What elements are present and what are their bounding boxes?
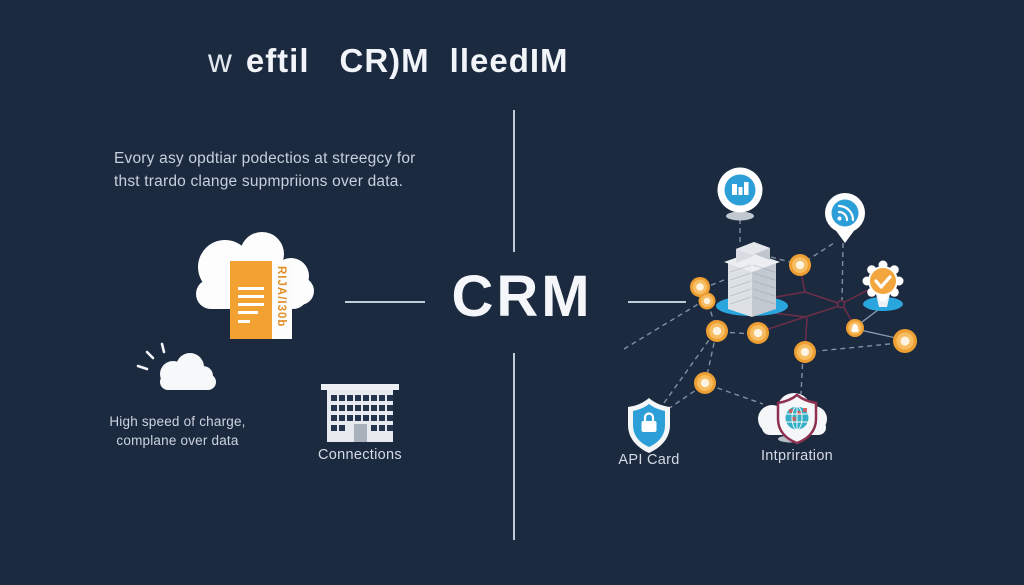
server-tower-icon (716, 242, 788, 317)
wifi-pin-icon (825, 193, 865, 243)
crm-right-line (628, 301, 686, 303)
document-side-text: RIJA/I30b (275, 266, 287, 327)
title-word-4: lleedIM (449, 42, 569, 79)
network-edge (800, 354, 804, 395)
network-diagram (623, 167, 917, 453)
building-door (354, 424, 367, 442)
network-node (900, 336, 910, 346)
network-node (712, 326, 722, 336)
sparkle-lines-icon (136, 342, 166, 371)
title-word-1: w (208, 42, 233, 79)
building-pin-icon (717, 167, 763, 221)
network-edge (807, 305, 840, 317)
api-card-label: API Card (618, 452, 680, 468)
connections-label: Connections (318, 447, 402, 463)
integration-label: Intpriration (760, 448, 834, 464)
cloud-document-icon: RIJA/I30b (196, 232, 314, 339)
network-edge (623, 302, 701, 350)
network-node (753, 328, 763, 338)
speed-caption-line-1: High speed of charge, (109, 414, 246, 429)
api-shield-icon (628, 398, 670, 453)
crm-left-line (345, 301, 425, 303)
building-icon (321, 384, 399, 442)
integration-cloud-icon (758, 393, 827, 445)
network-node (696, 283, 704, 291)
document-icon: RIJA/I30b (230, 261, 292, 339)
speed-caption: High speed of charge, complane over data (100, 412, 255, 450)
intro-paragraph: Evory asy opdtiar podectios at streegcy … (114, 147, 416, 193)
network-edge (817, 342, 900, 352)
network-nodes (690, 254, 917, 394)
intro-line-1: Evory asy opdtiar podectios at streegcy … (114, 150, 416, 167)
network-edge (708, 384, 764, 405)
factory-glyph-icon (732, 182, 749, 195)
top-vertical-divider (513, 110, 515, 252)
wifi-glyph-icon (837, 204, 855, 222)
network-edge (761, 315, 809, 332)
network-edge (805, 242, 835, 262)
network-edge (708, 279, 725, 287)
speed-cloud-icon (136, 342, 216, 390)
network-edge (664, 385, 703, 412)
intro-line-2: thst trardo clange supmpriions over data… (114, 173, 404, 190)
padlock-glyph-icon (641, 412, 657, 432)
network-node (795, 260, 805, 270)
person-node-glyph-icon (851, 324, 859, 332)
bulb-check-icon (862, 260, 904, 311)
network-edge (859, 329, 897, 339)
title-word-2: eftil (245, 42, 310, 79)
network-junction-dot (836, 299, 846, 309)
title-word-3: CR)M (339, 42, 430, 79)
network-edge (770, 256, 791, 263)
network-node (703, 297, 711, 305)
network-node (800, 347, 810, 357)
network-edge (804, 291, 839, 304)
network-node (700, 378, 710, 388)
page-title: w eftil CR)M lleedIM (208, 42, 569, 80)
check-glyph-icon (874, 275, 892, 289)
bottom-vertical-divider (513, 353, 515, 540)
network-edge (841, 242, 844, 302)
crm-center-label: CRM (451, 264, 593, 329)
speed-caption-line-2: complane over data (116, 433, 239, 448)
globe-glyph-icon (785, 406, 809, 430)
